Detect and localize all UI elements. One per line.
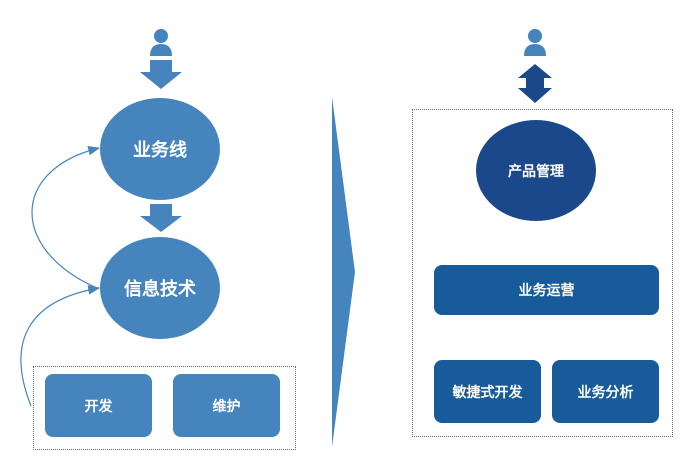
left-group-container xyxy=(33,366,296,450)
box-maintain-label: 维护 xyxy=(212,398,241,415)
right-group-container xyxy=(412,109,673,437)
box-biz-ops: 业务运营 xyxy=(434,265,659,315)
box-maintain: 维护 xyxy=(173,374,280,437)
box-biz-analysis-label: 业务分析 xyxy=(577,384,634,401)
down-arrow-2 xyxy=(140,204,182,232)
double-arrow xyxy=(518,64,552,103)
box-biz-analysis: 业务分析 xyxy=(552,360,659,423)
transition-chevron-arrow xyxy=(332,97,355,447)
person-icon-right xyxy=(524,29,546,56)
down-arrow-1 xyxy=(140,60,182,89)
node-business-line: 业务线 xyxy=(100,98,220,200)
node-it-label: 信息技术 xyxy=(124,279,196,300)
feedback-arrow-it-to-business xyxy=(31,145,101,289)
box-biz-ops-label: 业务运营 xyxy=(518,283,575,299)
box-agile-dev: 敏捷式开发 xyxy=(434,360,541,423)
node-it: 信息技术 xyxy=(100,237,220,339)
node-business-line-label: 业务线 xyxy=(133,140,187,161)
node-product-mgmt-label: 产品管理 xyxy=(508,163,564,180)
person-icon-left xyxy=(150,29,172,56)
box-agile-dev-label: 敏捷式开发 xyxy=(452,384,523,401)
feedback-arrow-group-to-it xyxy=(20,285,101,407)
box-dev-label: 开发 xyxy=(84,398,113,415)
node-product-mgmt: 产品管理 xyxy=(476,120,596,221)
box-dev: 开发 xyxy=(45,374,152,437)
